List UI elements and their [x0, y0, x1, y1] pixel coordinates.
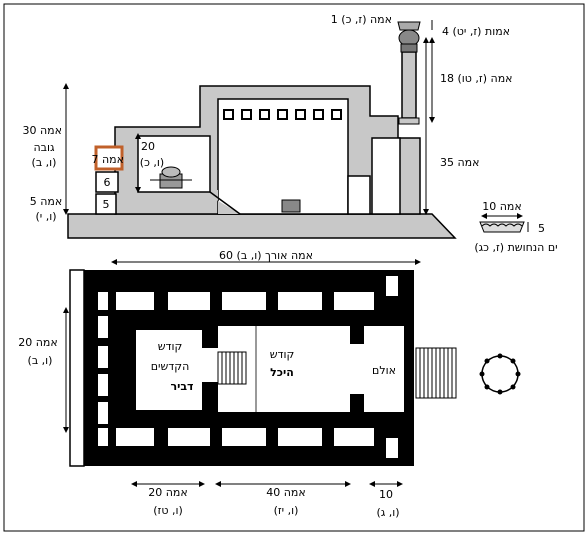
sea-caption: ים הנחושת (ז, כג): [474, 241, 557, 254]
entrance-stairs-icon: [415, 347, 457, 399]
pillar-18-label: 18 אמה (ז, טו): [440, 72, 513, 85]
plan-side-chambers: [98, 276, 398, 458]
ground-base: [67, 213, 457, 239]
height-30-ref: (ו, ב): [32, 156, 57, 169]
hekhal-windows: [223, 109, 342, 120]
pillar-capital-icon: [397, 21, 421, 31]
sea-5-label: 5: [538, 222, 545, 235]
dim-20-label: 20 אמה: [148, 486, 188, 499]
ark-icon: [150, 166, 192, 189]
height-30-word: גובה: [33, 141, 55, 154]
debir-20-ref: (ו, כ): [140, 156, 164, 169]
elevation-view: 30 אמה גובה (ו, ב) 7 אמה 6 5 5 אמה (ו, י…: [22, 13, 557, 254]
side-chambers: [94, 145, 124, 215]
length-60-label: 60 אמה אורך (ו, ב): [219, 249, 313, 262]
floor-plan: 60 אמה אורך (ו, ב): [18, 249, 521, 519]
debir-20-label: 20: [141, 140, 155, 153]
ulam-room: [364, 326, 404, 412]
dim-10-ref: (ו, ג): [376, 506, 399, 519]
debir-stairs-icon: [217, 351, 247, 385]
width-20-label: 20 אמה: [18, 336, 58, 349]
hekhal-label: היכל: [270, 366, 294, 379]
base-5-ref: (ו, י): [35, 210, 56, 223]
hekhal-section: [217, 98, 349, 215]
base-5-label: 5 אמה: [30, 195, 63, 208]
capital-1-label: 1 אמה (ז, כ): [331, 13, 392, 26]
sea-10-label: 10 אמה: [482, 200, 522, 213]
bronze-sea-icon: [479, 221, 525, 233]
chamber-6-label: 6: [104, 176, 111, 189]
height-30-label: 30 אמה: [22, 124, 62, 137]
chamber-5-label: 5: [103, 198, 110, 211]
diagram-frame: [3, 3, 585, 532]
debir-room: [136, 330, 202, 410]
ulam-section: [371, 137, 401, 215]
table-icon: [281, 199, 301, 213]
debir-label: דביר: [170, 380, 193, 393]
bronze-sea-top-icon: [479, 353, 521, 395]
pillar: [397, 21, 421, 125]
holy-line1: קודש: [270, 348, 295, 361]
capital-4-label: 4 אמות (ז, יט): [442, 25, 510, 38]
dim-40-label: 40 אמה: [266, 486, 306, 499]
chamber-7-label: 7 אמה: [91, 153, 124, 166]
dim-40-ref: (ו, יז): [274, 504, 299, 517]
holy-of-holies-line2: הקדשים: [151, 360, 190, 373]
dim-20-ref: (ו, טז): [153, 504, 183, 517]
holy-of-holies-line1: קודש: [158, 340, 183, 353]
dim-10-label: 10: [379, 488, 393, 501]
width-20-ref: (ו, ב): [28, 354, 53, 367]
pillar-35-label: 35 אמה: [440, 156, 480, 169]
ulam-label: אולם: [372, 364, 396, 377]
